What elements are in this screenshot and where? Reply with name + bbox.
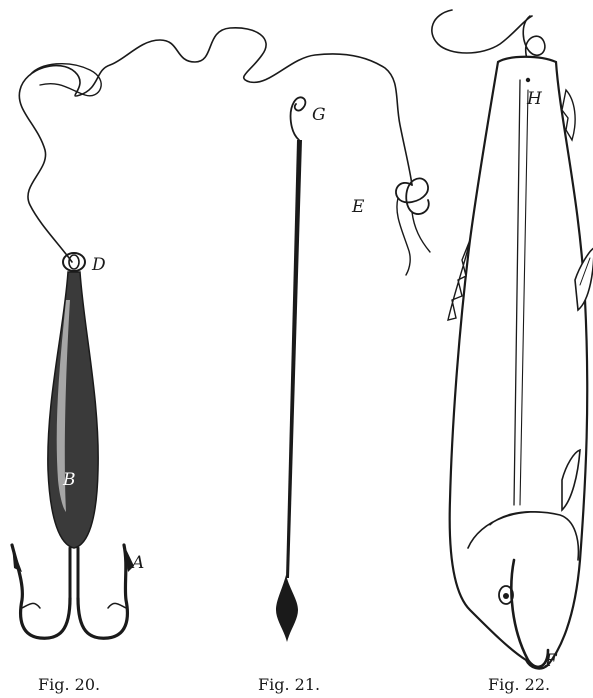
fig20-caption: Fig. 20.	[38, 675, 100, 694]
baiting-needle	[286, 140, 302, 578]
double-hook	[12, 545, 70, 638]
fig20-illustration	[12, 28, 412, 638]
fig21-caption: Fig. 21.	[258, 675, 320, 694]
fig22-illustration	[432, 10, 593, 669]
fig22-label-h: H	[526, 89, 543, 109]
fig20-label-b: B	[62, 470, 76, 490]
fig22-caption: Fig. 22.	[488, 675, 550, 694]
fig22-label-e: E	[351, 197, 365, 217]
fig21-label-g: G	[312, 105, 326, 125]
weight-body	[48, 272, 98, 548]
fig21-illustration	[276, 97, 305, 642]
fig20-label-d: D	[91, 255, 106, 275]
fishing-line	[19, 28, 412, 262]
fig20-label-a: A	[130, 553, 144, 573]
line-knot	[396, 178, 430, 275]
needle-point	[276, 575, 298, 642]
fig22-label-f: F	[544, 651, 558, 671]
